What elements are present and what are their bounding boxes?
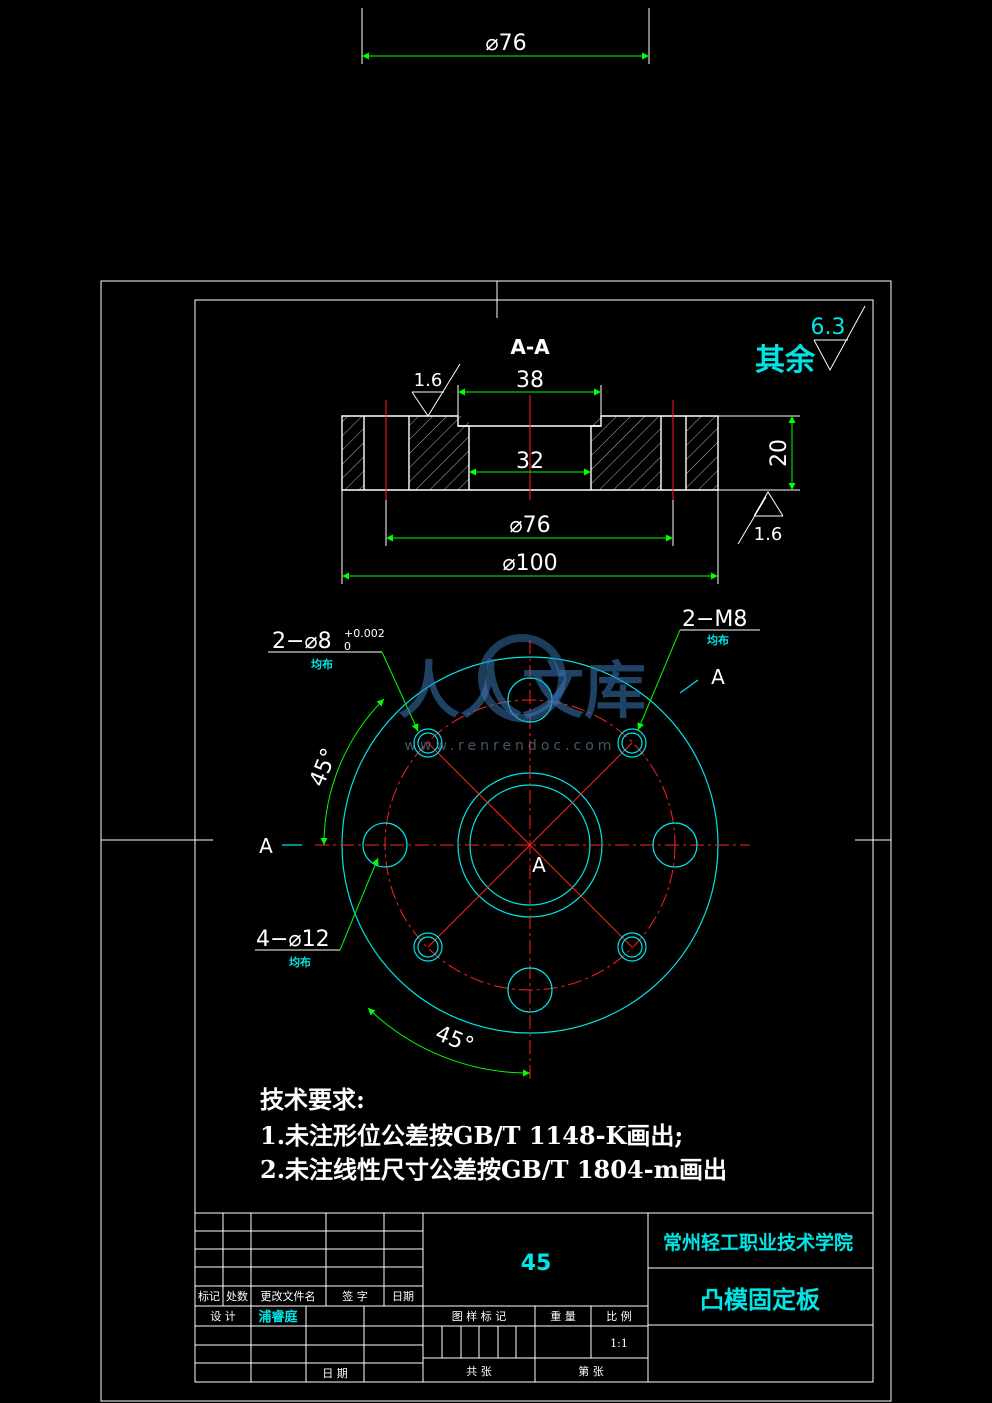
section-marker-right: A xyxy=(711,665,725,689)
angle-bottom: 45° xyxy=(432,1021,478,1059)
roughness-other-label: 其余 xyxy=(755,343,816,378)
thread-even: 均布 xyxy=(707,633,729,647)
total-sheets: 共 张 xyxy=(466,1365,492,1378)
dim-d76: ⌀76 xyxy=(509,513,550,538)
notes-line1: 1.未注形位公差按GB/T 1148-K画出; xyxy=(260,1121,683,1150)
thread-holes-label: 2−M8 xyxy=(682,607,747,632)
dim-d100: ⌀100 xyxy=(502,551,557,576)
header-scale: 比 例 xyxy=(606,1309,632,1323)
dowel-holes-label: 2−⌀8 xyxy=(272,629,332,654)
plan-view: 45° 45° 2−⌀8 +0.002 0 均布 2−M8 均布 4−⌀12 均… xyxy=(255,607,760,1080)
dowel-tol-lower: 0 xyxy=(344,640,351,653)
roughness-top-value: 1.6 xyxy=(414,370,443,391)
dim-20: 20 xyxy=(767,439,792,467)
technical-notes: 技术要求: 1.未注形位公差按GB/T 1148-K画出; 2.未注线性尺寸公差… xyxy=(260,1085,727,1184)
notes-heading: 技术要求: xyxy=(260,1085,365,1114)
notes-line2: 2.未注线性尺寸公差按GB/T 1804-m画出 xyxy=(260,1155,727,1184)
angle-top: 45° xyxy=(305,745,343,791)
material-value: 45 xyxy=(521,1251,552,1276)
bolt-even: 均布 xyxy=(289,955,311,969)
section-marker-left: A xyxy=(259,834,273,858)
roughness-other-value: 6.3 xyxy=(811,315,846,340)
header-doc: 更改文件名 xyxy=(261,1289,316,1303)
school-name: 常州轻工职业技术学院 xyxy=(663,1231,853,1254)
header-date: 日期 xyxy=(392,1290,414,1303)
sheet-number: 第 张 xyxy=(578,1364,604,1378)
roughness-other: 其余 6.3 xyxy=(755,305,866,378)
designer-name: 浦睿庭 xyxy=(258,1309,298,1325)
header-stage: 图 样 标 记 xyxy=(452,1309,507,1323)
roughness-bottom: 1.6 xyxy=(737,491,784,545)
header-count: 处数 xyxy=(226,1290,248,1303)
header-mark: 标记 xyxy=(198,1289,220,1303)
section-title: A-A xyxy=(510,335,550,359)
bolt-holes-label: 4−⌀12 xyxy=(256,927,330,952)
scale-value: 1:1 xyxy=(610,1337,628,1350)
top-dim-text: ⌀76 xyxy=(485,31,526,56)
dim-32: 32 xyxy=(516,449,544,474)
date-label: 日 期 xyxy=(322,1367,348,1380)
watermark-url: www.renrendoc.com xyxy=(405,738,616,754)
header-sign: 签 字 xyxy=(342,1289,368,1303)
roughness-top: 1.6 xyxy=(411,363,461,417)
watermark-brand: 人人文库 xyxy=(398,654,646,727)
dowel-even: 均布 xyxy=(311,657,333,671)
header-weight: 重 量 xyxy=(550,1309,576,1323)
part-name: 凸模固定板 xyxy=(700,1286,821,1314)
dowel-tol-upper: +0.002 xyxy=(344,627,385,640)
top-dimension: ⌀76 xyxy=(361,8,650,64)
section-marker-center: A xyxy=(532,853,546,877)
title-block: 45 常州轻工职业技术学院 凸模固定板 标记 处数 更改文件名 签 字 日期 设… xyxy=(194,1212,874,1383)
watermark: 人人文库 www.renrendoc.com xyxy=(398,634,646,754)
roughness-bottom-value: 1.6 xyxy=(754,524,783,545)
section-view: A-A 其余 6.3 38 32 xyxy=(341,305,866,584)
designer-label: 设 计 xyxy=(210,1310,236,1323)
dim-38: 38 xyxy=(516,368,544,393)
